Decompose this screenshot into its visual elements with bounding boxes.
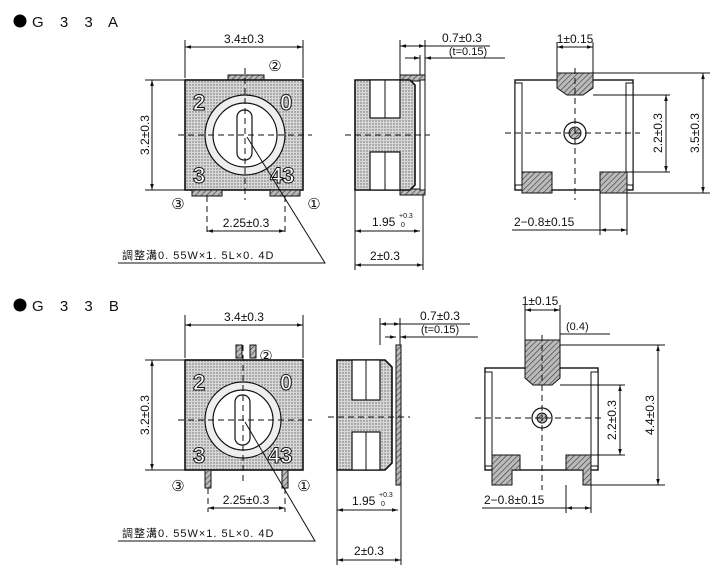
thickness-dimension: (t=0.15) (421, 324, 459, 336)
height-dimension: 4.4±0.3 (643, 395, 657, 435)
section-title: G 3 3 A (32, 14, 124, 31)
thickness-dimension: (t=0.15) (449, 46, 487, 58)
dial-mark: 2 (193, 90, 205, 115)
dial-mark: 0 (280, 90, 292, 115)
pin-2-label: ② (268, 58, 281, 75)
depth-dimension: 1.95 (372, 215, 396, 229)
dial-mark: 3 (193, 443, 205, 468)
bottom-pads-dimension: 2−0.8±0.15 (514, 215, 575, 229)
dial-mark: 43 (270, 163, 294, 188)
height-dimension: 3.2±0.3 (138, 115, 152, 155)
bottom-pads-dimension: 2−0.8±0.15 (484, 493, 545, 507)
pitch-dimension: 2.25±0.3 (223, 216, 270, 230)
back-view: 1±0.15 2.2±0.3 3.5±0.3 2−0.8±0.15 (505, 32, 710, 235)
dial-mark: 3 (193, 163, 205, 188)
bullet-icon (13, 298, 27, 312)
pad-offset-dimension: (0.4) (566, 321, 589, 333)
depth-tolerance-upper: +0.3 (399, 213, 413, 220)
height-dimension: 3.5±0.3 (688, 113, 702, 153)
pin-3-label: ③ (171, 478, 184, 495)
side-view: 0.7±0.3 (t=0.15) 1.95 +0.3 0 2±0.3 (328, 309, 478, 565)
slot-note: 調整溝0. 55W×1. 5L×0. 4D (122, 526, 274, 540)
side-view: 0.7±0.3 (t=0.15) 1.95 +0.3 0 2±0.3 (345, 31, 505, 270)
section-g33a: G 3 3 A 3.4±0.3 ② 3.2±0.3 2 0 3 43 ③ ① (13, 14, 710, 270)
pin-1-label: ① (307, 196, 320, 213)
front-view: 3.4±0.3 ② 3.2±0.3 2 0 3 43 ③ ① 2.25±0.3 … (118, 310, 316, 542)
depth-tolerance-upper: +0.3 (379, 492, 393, 499)
width-dimension: 3.4±0.3 (224, 32, 264, 46)
depth-dimension: 1.95 (352, 494, 376, 508)
pitch-dimension: 2.25±0.3 (223, 493, 270, 507)
dial-mark: 2 (193, 370, 205, 395)
dial-mark: 0 (280, 370, 292, 395)
pad-width-dimension: 1±0.15 (522, 294, 559, 308)
terminal-dimension: 0.7±0.3 (420, 309, 460, 323)
width-dimension: 3.4±0.3 (224, 310, 264, 324)
section-title: G 3 3 B (32, 298, 125, 315)
terminal-dimension: 0.7±0.3 (442, 31, 482, 45)
pad-width-dimension: 1±0.15 (557, 32, 594, 46)
back-view: 1±0.15 (0.4) 2.2±0.3 4.4±0.3 2−0.8±0.15 (475, 294, 665, 513)
bullet-icon (13, 14, 27, 28)
height-dimension: 3.2±0.3 (138, 395, 152, 435)
pad-span-dimension: 2.2±0.3 (651, 113, 665, 153)
slot-note: 調整溝0. 55W×1. 5L×0. 4D (122, 248, 274, 262)
front-view: 3.4±0.3 ② 3.2±0.3 2 0 3 43 ③ ① 2.25±0.3 … (118, 32, 326, 264)
total-depth-dimension: 2±0.3 (370, 249, 400, 263)
pad-span-dimension: 2.2±0.3 (605, 400, 619, 440)
pin-3-label: ③ (171, 196, 184, 213)
depth-tolerance-lower: 0 (381, 501, 385, 508)
depth-tolerance-lower: 0 (401, 222, 405, 229)
pin-1-label: ① (297, 478, 310, 495)
total-depth-dimension: 2±0.3 (354, 544, 384, 558)
dial-mark: 43 (268, 443, 292, 468)
section-g33b: G 3 3 B 3.4±0.3 ② 3.2±0.3 2 0 3 43 ③ ① 2… (13, 294, 665, 565)
